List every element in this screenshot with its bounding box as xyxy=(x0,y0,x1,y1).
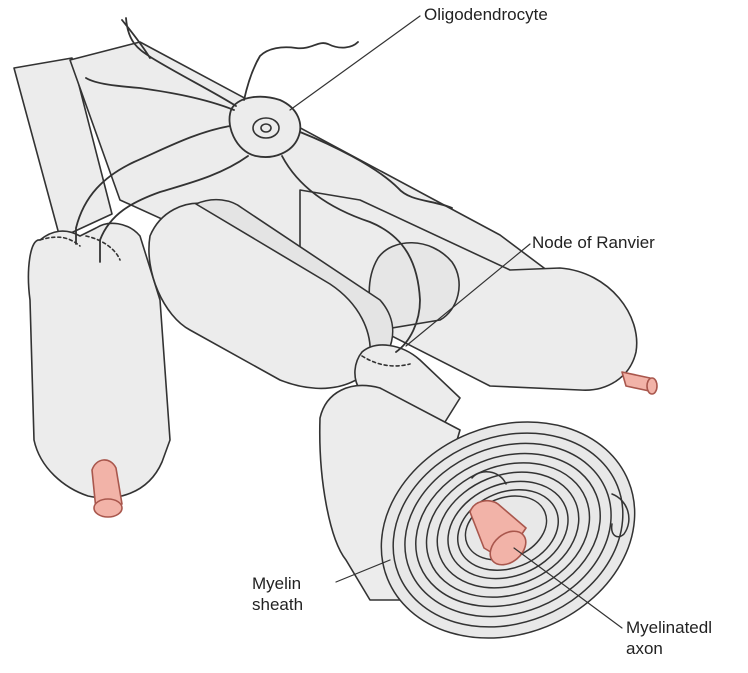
label-myelinated-axon-line2: axon xyxy=(626,638,712,659)
axon-right xyxy=(622,372,657,394)
label-myelin-sheath-line2: sheath xyxy=(252,594,303,615)
label-myelin-sheath: Myelin sheath xyxy=(252,573,303,615)
label-oligodendrocyte: Oligodendrocyte xyxy=(424,4,548,25)
label-myelinated-axon: Myelinatedl axon xyxy=(626,617,712,659)
label-node-of-ranvier: Node of Ranvier xyxy=(532,232,655,253)
label-myelin-sheath-line1: Myelin xyxy=(252,573,303,594)
oligodendrocyte-nucleus xyxy=(253,118,279,138)
oligodendrocyte-process xyxy=(244,42,358,100)
leader-line-oligodendrocyte xyxy=(290,16,420,110)
myelin-sheath-left xyxy=(28,223,170,498)
label-myelinated-axon-line1: Myelinatedl xyxy=(626,617,712,638)
